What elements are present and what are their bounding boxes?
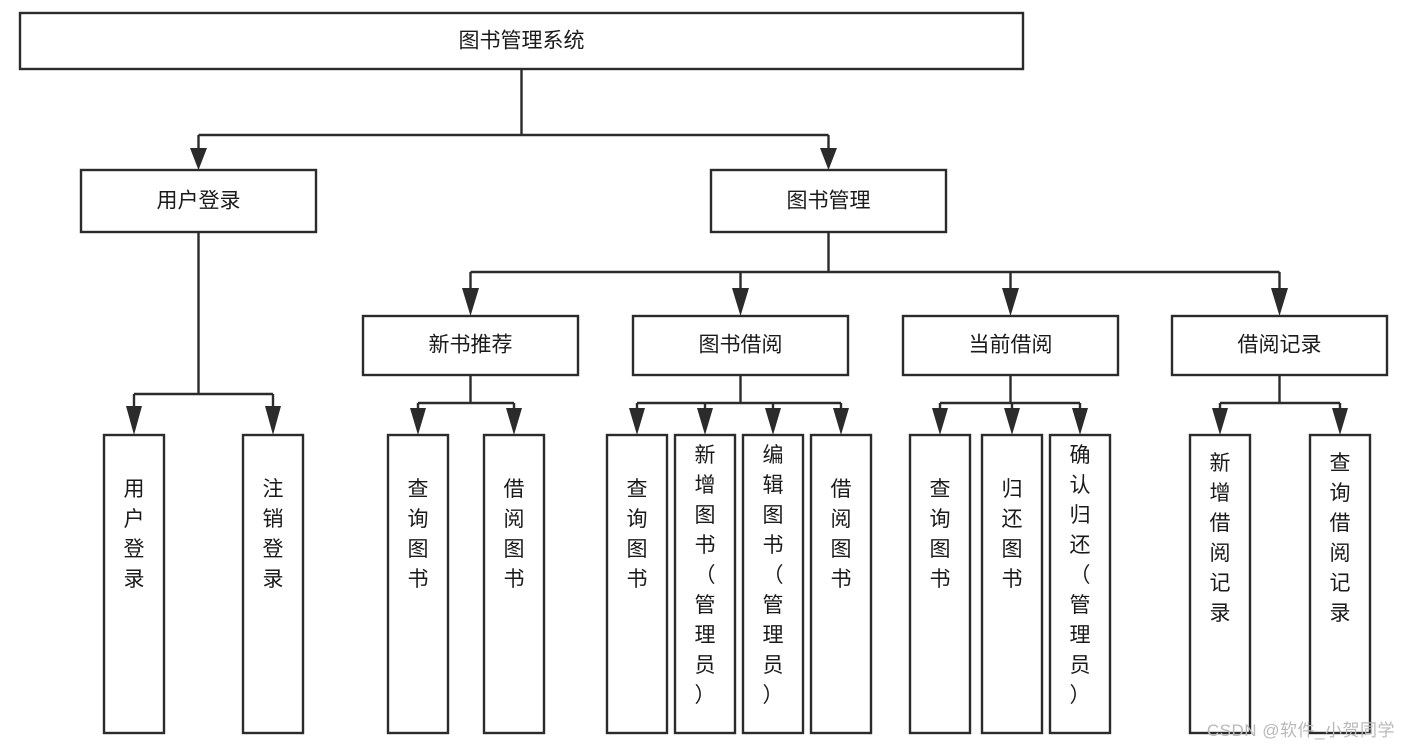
arrowhead-bookborrow-leaf-2 [697,408,713,435]
leaf-return-book[interactable]: 归还图书 [980,433,1044,735]
leaf-query-book-recommend[interactable]: 查询图书 [386,433,450,735]
node-root-box[interactable] [18,11,1025,71]
leaf-add-book-admin-box[interactable] [673,433,737,735]
leaf-user-login[interactable]: 用户登录 [102,433,166,735]
leaf-query-book-borrow-label: 查询图书 [627,478,648,591]
arrowhead-newbook-leaf-2 [506,408,522,435]
node-borrow-record[interactable]: 借阅记录 [1170,314,1389,377]
node-root-label: 图书管理系统 [459,30,585,53]
leaf-borrow-book-label: 借阅图书 [831,478,852,591]
node-new-book-recommend[interactable]: 新书推荐 [361,314,580,377]
arrowhead-userlogin-leaf-1 [126,406,142,435]
leaf-query-borrow-record[interactable]: 查询借阅记录 [1308,433,1372,735]
arrowhead-userlogin-leaf-2 [265,406,281,435]
leaf-logout[interactable]: 注销登录 [241,433,305,735]
node-current-borrow-box[interactable] [901,314,1120,377]
node-book-borrow-label: 图书借阅 [699,334,783,357]
node-user-login[interactable]: 用户登录 [79,168,318,234]
leaf-query-borrow-record-label: 查询借阅记录 [1330,452,1351,625]
leaf-borrow-book-recommend-box[interactable] [482,433,546,735]
node-user-login-box[interactable] [79,168,318,234]
leaf-return-book-label: 归还图书 [1002,478,1023,591]
leaf-edit-book-admin-label: 编辑图书（管理员） [763,444,784,707]
arrowhead-newbook-leaf-1 [410,408,426,435]
node-new-book-recommend-box[interactable] [361,314,580,377]
leaf-borrow-book-recommend[interactable]: 借阅图书 [482,433,546,735]
arrowhead-currentborrow-leaf-2 [1004,408,1020,435]
arrowhead-borrowrecord-leaf-1 [1212,408,1228,435]
leaf-logout-box[interactable] [241,433,305,735]
leaf-borrow-book-box[interactable] [809,433,873,735]
node-root[interactable]: 图书管理系统 [18,11,1025,71]
leaf-add-borrow-record-box[interactable] [1188,433,1252,735]
leaf-borrow-book[interactable]: 借阅图书 [809,433,873,735]
node-user-login-label: 用户登录 [157,190,241,213]
leaf-edit-book-admin-box[interactable] [741,433,805,735]
arrowhead-bookmgmt-child-3 [1002,288,1019,316]
leaf-query-book-borrow-box[interactable] [605,433,669,735]
arrowhead-root-to-user-login [190,148,207,170]
leaf-add-book-admin[interactable]: 新增图书（管理员） [673,433,737,735]
leaf-logout-label: 注销登录 [263,478,284,591]
leaf-add-book-admin-label: 新增图书（管理员） [695,444,716,707]
leaf-query-book-borrow[interactable]: 查询图书 [605,433,669,735]
node-book-management[interactable]: 图书管理 [709,168,948,234]
arrowhead-bookborrow-leaf-3 [765,408,781,435]
arrowhead-bookmgmt-child-4 [1271,288,1288,316]
leaf-query-book-recommend-box[interactable] [386,433,450,735]
leaf-user-login-box[interactable] [102,433,166,735]
leaf-confirm-return-admin-label: 确认归还（管理员） [1070,444,1091,707]
leaf-add-borrow-record-label: 新增借阅记录 [1210,452,1231,625]
leaf-query-book-current-box[interactable] [908,433,972,735]
leaf-query-book-recommend-label: 查询图书 [408,478,429,591]
leaf-return-book-box[interactable] [980,433,1044,735]
leaf-query-borrow-record-box[interactable] [1308,433,1372,735]
node-book-borrow[interactable]: 图书借阅 [631,314,850,377]
leaf-add-borrow-record[interactable]: 新增借阅记录 [1188,433,1252,735]
arrowhead-bookmgmt-child-1 [462,288,479,316]
arrowhead-bookborrow-leaf-4 [833,408,849,435]
leaf-confirm-return-admin[interactable]: 确认归还（管理员） [1048,433,1112,735]
leaf-borrow-book-recommend-label: 借阅图书 [504,478,525,591]
arrowhead-root-to-book-mgmt [820,148,837,170]
node-borrow-record-box[interactable] [1170,314,1389,377]
node-new-book-recommend-label: 新书推荐 [429,334,513,357]
arrowhead-bookmgmt-child-2 [732,288,749,316]
node-current-borrow[interactable]: 当前借阅 [901,314,1120,377]
leaf-query-book-current[interactable]: 查询图书 [908,433,972,735]
arrowhead-currentborrow-leaf-1 [932,408,948,435]
arrowhead-borrowrecord-leaf-2 [1332,408,1348,435]
leaf-confirm-return-admin-box[interactable] [1048,433,1112,735]
node-book-borrow-box[interactable] [631,314,850,377]
node-borrow-record-label: 借阅记录 [1238,334,1322,357]
node-book-management-box[interactable] [709,168,948,234]
arrowhead-bookborrow-leaf-1 [629,408,645,435]
node-book-management-label: 图书管理 [787,190,871,213]
node-current-borrow-label: 当前借阅 [969,334,1053,357]
arrowhead-currentborrow-leaf-3 [1072,408,1088,435]
leaf-user-login-label: 用户登录 [124,478,145,591]
leaf-edit-book-admin[interactable]: 编辑图书（管理员） [741,433,805,735]
connector-layer [126,69,1348,435]
leaf-query-book-current-label: 查询图书 [930,478,951,591]
